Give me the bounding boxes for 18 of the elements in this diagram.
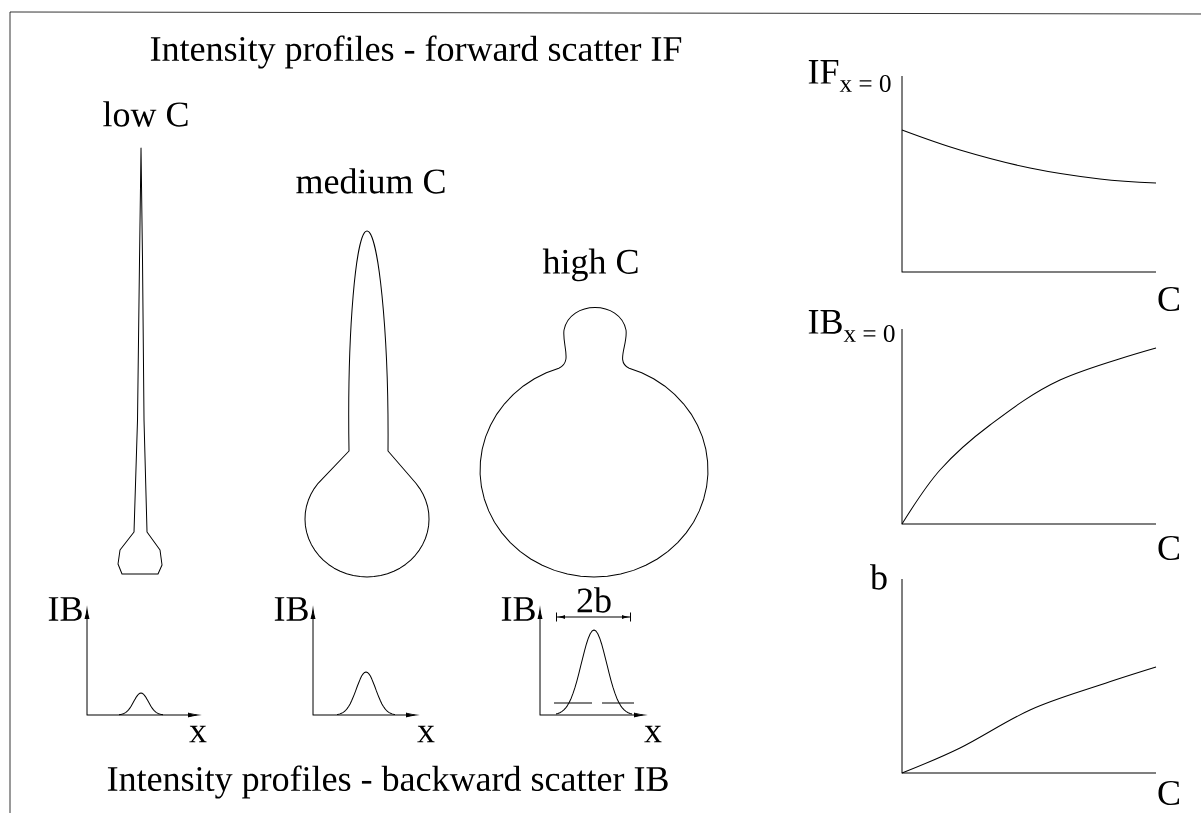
profile-label: low C xyxy=(103,101,188,127)
profile-label: high C xyxy=(542,248,638,282)
axis-label: IB$_{x = 0}$ xyxy=(808,310,895,342)
axis-label: x xyxy=(644,725,662,743)
profile-label: medium C xyxy=(296,168,445,194)
axis-label: IB xyxy=(274,597,308,621)
axis-label: IB xyxy=(48,597,82,621)
caption: Intensity profiles - backward scatter IB xyxy=(107,765,668,799)
axis-label: b xyxy=(870,564,887,590)
axis-label: IF$_{x = 0}$ xyxy=(808,60,891,92)
dimension-label: 2b xyxy=(577,587,611,613)
axis-label: x xyxy=(417,725,435,743)
axis-label: x xyxy=(189,725,207,743)
axis-label: IB xyxy=(501,597,535,621)
axis-label: C xyxy=(1158,286,1179,312)
axis-label: C xyxy=(1158,780,1179,806)
title: Intensity profiles - forward scatter IF xyxy=(150,35,682,69)
axis-label: C xyxy=(1158,535,1179,561)
